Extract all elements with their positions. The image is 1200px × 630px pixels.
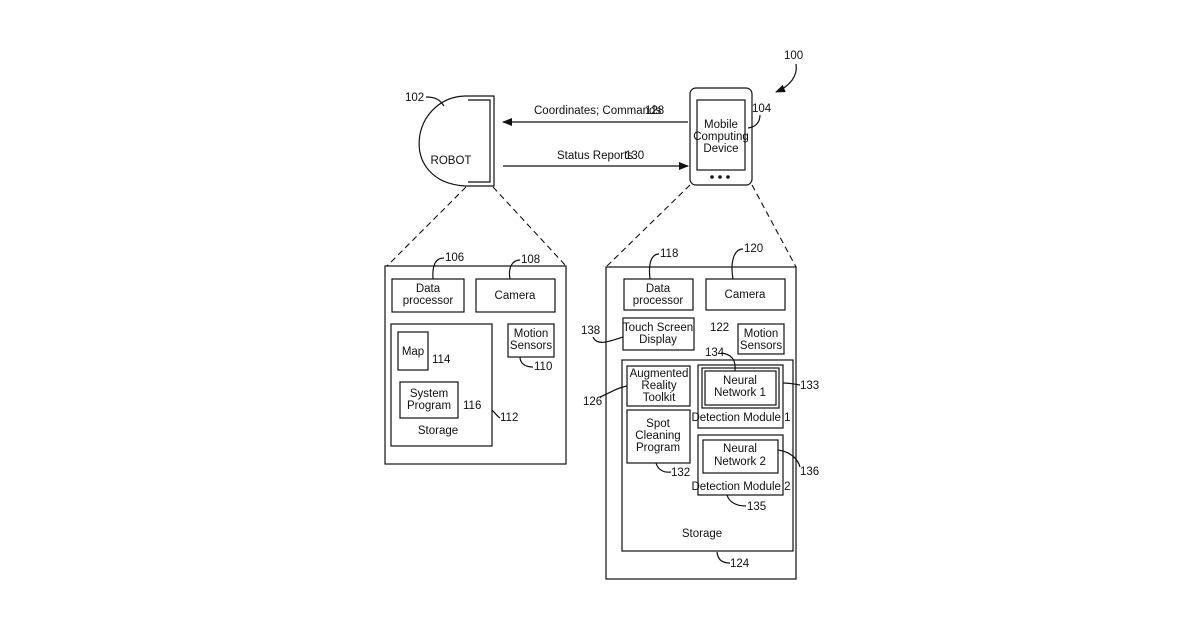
device-detection-module-2-label: Detection Module 2 [691,481,790,493]
robot-motion-sensors-ref: 110 [534,361,552,373]
device-spot-cleaning-ref: 132 [671,467,690,479]
commands-arrow-label: Coordinates; Commands [534,105,661,117]
device-touch-screen-label-2: Display [639,334,677,346]
device-detail-panel: Data processor 118 Camera 120 Touch Scre… [581,243,819,579]
robot-system-program-label-1: System [410,388,448,400]
mobile-device-ref: 104 [752,103,772,115]
device-storage-ref: 124 [730,558,750,570]
robot-data-processor-label-2: processor [403,295,454,307]
device-ar-toolkit-label-2: Reality [641,380,676,392]
device-spot-cleaning-label-1: Spot [646,418,670,430]
figure-number: 100 [784,50,803,62]
device-spot-cleaning-label-3: Program [636,442,680,454]
device-motion-sensors-ref: 122 [710,322,729,334]
device-data-processor-ref: 118 [660,248,678,260]
robot-map-label: Map [402,346,424,358]
commands-arrow-ref: 128 [645,105,664,117]
device-motion-sensors-label-2: Sensors [740,340,782,352]
device-motion-sensors-label-1: Motion [744,328,779,340]
robot-ref: 102 [405,92,424,104]
mobile-device: Mobile Computing Device 104 [690,88,772,185]
device-neural-network-1-label-1: Neural [723,375,757,387]
robot-system-program-ref: 116 [463,400,481,412]
device-neural-network-2-label-1: Neural [723,443,757,455]
robot-storage-label: Storage [418,425,458,437]
device-neural-network-2-label-2: Network 2 [714,456,766,468]
robot-data-processor-ref: 106 [445,252,464,264]
robot-system-program-label-2: Program [407,400,451,412]
device-detection-module-1-label: Detection Module 1 [691,412,790,424]
robot-data-processor-label-1: Data [416,283,441,295]
robot-camera-label: Camera [495,290,537,302]
robot-detail-panel: Data processor 106 Camera 108 Storage 11… [385,252,566,464]
robot-storage-ref: 112 [500,412,518,424]
device-ar-toolkit-label-3: Toolkit [643,392,676,404]
device-neural-network-1-label-2: Network 1 [714,387,766,399]
robot-motion-sensors-label-2: Sensors [510,340,552,352]
figure-number-arrow [776,64,796,92]
device-camera-ref: 120 [744,243,763,255]
robot-map-ref: 114 [432,354,451,366]
device-neural-network-2-ref: 136 [800,466,819,478]
device-touch-screen-label-1: Touch Screen [623,322,693,334]
mobile-device-label-2: Computing [693,131,749,143]
device-camera-label: Camera [725,289,767,301]
device-ar-toolkit-label-1: Augmented [630,368,689,380]
device-data-processor-label-1: Data [646,283,671,295]
robot-label: ROBOT [431,155,472,167]
device-touch-screen-ref: 138 [581,325,600,337]
device-spot-cleaning-label-2: Cleaning [635,430,680,442]
device-data-processor-label-2: processor [633,295,684,307]
device-storage-label: Storage [682,528,722,540]
status-reports-label: Status Reports [557,150,633,162]
device-detection-module-2-ref: 135 [747,501,766,513]
mobile-device-label-1: Mobile [704,119,738,131]
robot-ref-leader [426,97,444,106]
robot-camera-ref: 108 [521,254,540,266]
robot: ROBOT 102 [405,92,494,186]
robot-motion-sensors-label-1: Motion [514,328,549,340]
status-reports-ref: 130 [625,150,644,162]
device-detection-module-1-ref: 133 [800,380,819,392]
mobile-device-label-3: Device [703,143,738,155]
device-ar-toolkit-ref: 126 [583,396,602,408]
